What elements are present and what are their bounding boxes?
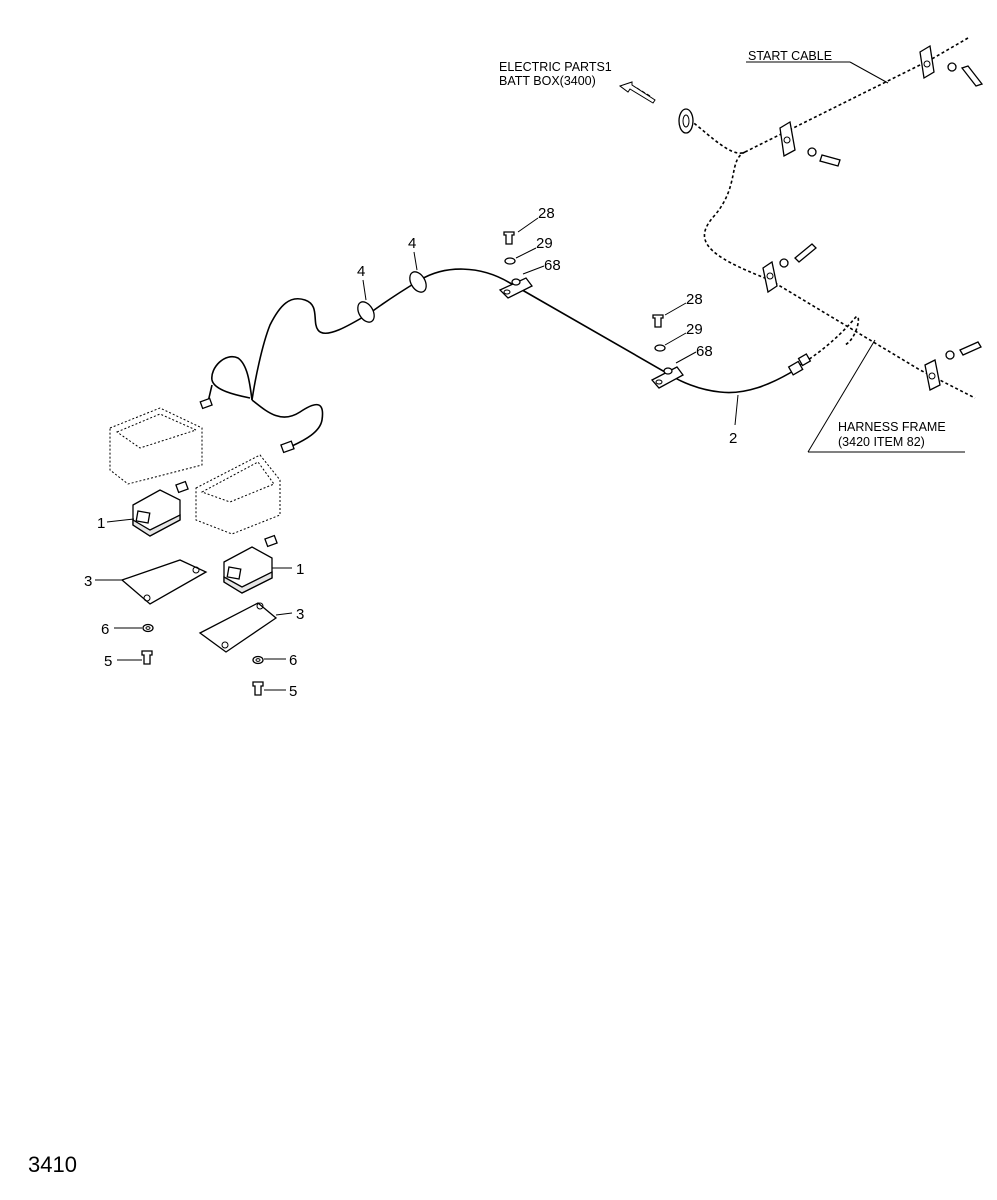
work-lamp-right	[223, 534, 278, 594]
callout-clip-upper: 68	[544, 257, 561, 274]
lamp-housing-left	[109, 407, 203, 485]
cable-clip-upper	[498, 231, 533, 299]
callout-screw-upper: 28	[538, 205, 555, 222]
callout-lamp-right: 1	[296, 561, 304, 578]
note-start-cable: START CABLE	[748, 49, 832, 63]
note-harness-frame-ref: (3420 ITEM 82)	[838, 435, 925, 449]
harness-cable	[199, 268, 812, 454]
callout-washer-right: 6	[289, 652, 297, 669]
callout-labels: 1 1 2 3 3 4 4 5 5 6 6 28 28 29 29 68 68	[84, 205, 737, 700]
callout-lamp-left: 1	[97, 515, 105, 532]
callout-washer-left: 6	[101, 621, 109, 638]
work-lamp-left	[132, 480, 189, 537]
connector-icon	[199, 397, 213, 410]
reference-bracket-top	[919, 44, 984, 87]
reference-bracket-mid	[779, 120, 841, 167]
grommet-icon	[678, 108, 694, 134]
callout-washer-upper: 29	[536, 235, 553, 252]
lamp-housing-right	[195, 454, 281, 535]
callout-band-left: 4	[357, 263, 365, 280]
callout-bolt-right: 5	[289, 683, 297, 700]
sheet-number: 3410	[28, 1152, 77, 1177]
connector-icon	[787, 360, 804, 376]
leader-lines	[95, 61, 965, 691]
cable-band-left	[357, 301, 375, 323]
bolt-right	[252, 681, 264, 696]
connector-icon	[280, 440, 295, 454]
cable-band-right	[409, 271, 427, 293]
callout-screw-lower: 28	[686, 291, 703, 308]
note-electric-parts: ELECTRIC PARTS1	[499, 60, 612, 74]
reference-notes: ELECTRIC PARTS1 BATT BOX(3400) START CAB…	[499, 49, 946, 449]
callout-clip-lower: 68	[696, 343, 713, 360]
callout-bracket-left: 3	[84, 573, 92, 590]
note-batt-box: BATT BOX(3400)	[499, 74, 596, 88]
washer-left	[142, 623, 154, 633]
lamp-bracket-left	[120, 559, 208, 605]
arrow-left-icon	[618, 81, 656, 104]
callout-bolt-left: 5	[104, 653, 112, 670]
note-harness-frame: HARNESS FRAME	[838, 420, 946, 434]
callout-harness: 2	[729, 430, 737, 447]
callout-bracket-right: 3	[296, 606, 304, 623]
cable-clip-lower	[650, 314, 684, 389]
reference-bracket-right	[924, 341, 982, 391]
callout-band-right: 4	[408, 235, 416, 252]
bolt-left	[141, 650, 153, 665]
lamp-bracket-right	[198, 602, 278, 653]
callout-washer-lower: 29	[686, 321, 703, 338]
start-cable-reference	[618, 37, 976, 399]
reference-bracket-lower	[762, 243, 817, 294]
washer-right	[252, 655, 264, 665]
